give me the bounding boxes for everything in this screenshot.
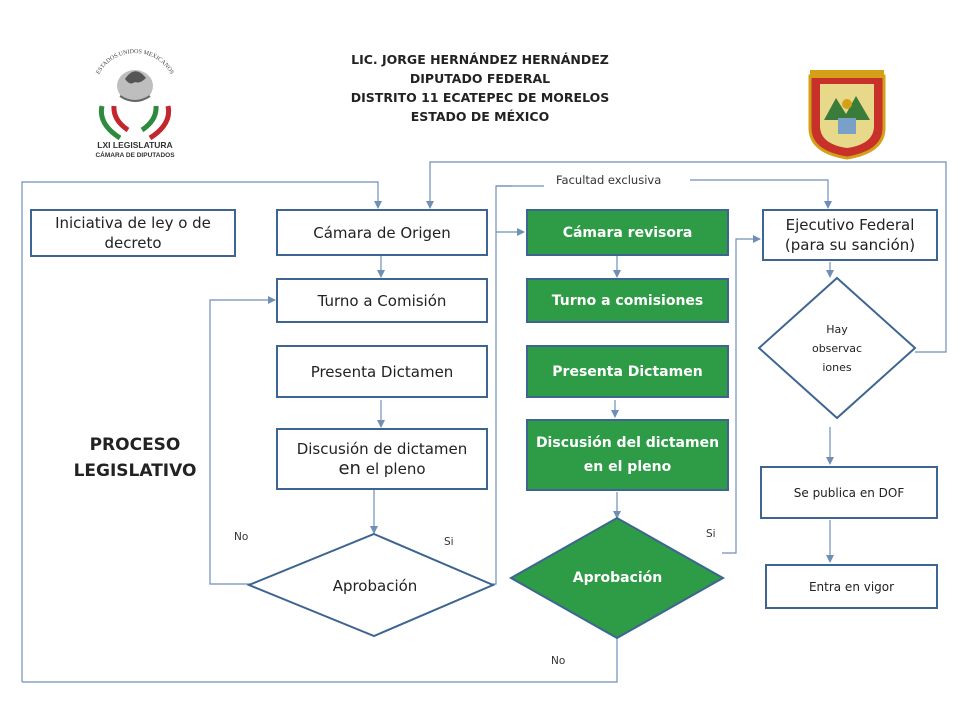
turno-comision-label: Turno a Comisión	[317, 291, 447, 310]
presenta-dictamen-box-2: Presenta Dictamen	[526, 345, 729, 398]
proceso-legislativo-title: PROCESO LEGISLATIVO	[60, 432, 210, 484]
escudo-estado-mexico-logo	[808, 70, 886, 160]
title-line-2: LEGISLATIVO	[73, 461, 197, 481]
header-line-district: DISTRITO 11 ECATEPEC DE MORELOS	[350, 90, 610, 105]
discusion-label-1b: en el pleno	[338, 459, 425, 479]
logo-chamber-text: CÁMARA DE DIPUTADOS	[95, 150, 175, 159]
turno-comisiones-box: Turno a comisiones	[526, 278, 729, 323]
logo-legislature-text: LXI LEGISLATURA	[97, 140, 172, 150]
presenta-dictamen-label-1: Presenta Dictamen	[310, 362, 454, 381]
presenta-dictamen-label-2: Presenta Dictamen	[552, 363, 703, 380]
aprobacion-diamond-1	[246, 532, 496, 638]
discusion-dictamen-box-1: Discusión de dictamen en el pleno	[276, 428, 488, 490]
discusion-dictamen-box-2: Discusión del dictamen en el pleno	[526, 419, 729, 491]
header-line-title: DIPUTADO FEDERAL	[409, 71, 551, 86]
publica-dof-label: Se publica en DOF	[793, 485, 905, 500]
presenta-dictamen-box-1: Presenta Dictamen	[276, 345, 488, 398]
header-line-name: LIC. JORGE HERNÁNDEZ HERNÁNDEZ	[351, 52, 609, 67]
header-line-state: ESTADO DE MÉXICO	[410, 109, 550, 124]
no-label-2: No	[551, 655, 566, 667]
camara-revisora-box: Cámara revisora	[526, 209, 729, 256]
aprobacion-label-1-wrap: Aprobación	[290, 574, 460, 598]
iniciativa-label: Iniciativa de ley o de decreto	[55, 214, 211, 252]
aprobacion-label-1: Aprobación	[332, 577, 418, 595]
si-label-1: Si	[444, 536, 454, 548]
camara-origen-box: Cámara de Origen	[276, 209, 488, 256]
observaciones-label-1: Hay	[826, 322, 848, 336]
observaciones-label-wrap: Hay observac iones	[797, 318, 877, 378]
observaciones-label-2: observac	[811, 341, 863, 355]
discusion-label-1a: Discusión de dictamen	[296, 440, 468, 458]
title-line-1: PROCESO	[89, 435, 181, 455]
facultad-exclusiva-label: Facultad exclusiva	[556, 173, 662, 187]
observaciones-label-3: iones	[822, 360, 852, 374]
camara-revisora-label: Cámara revisora	[562, 224, 693, 241]
publica-dof-box: Se publica en DOF	[760, 466, 938, 519]
camara-diputados-logo: ESTADOS UNIDOS MEXICANOS LXI LEGISLATURA…	[95, 49, 175, 159]
discusion-label-1b-rest: el pleno	[360, 460, 426, 478]
header: LIC. JORGE HERNÁNDEZ HERNÁNDEZ DIPUTADO …	[300, 50, 660, 126]
observaciones-diamond	[757, 276, 917, 420]
turno-comision-box: Turno a Comisión	[276, 278, 488, 323]
aprobacion-label-2: Aprobación	[572, 570, 663, 586]
ejecutivo-federal-label: Ejecutivo Federal (para su sanción)	[784, 216, 916, 254]
no-label-1: No	[234, 531, 249, 543]
si-label-2: Si	[706, 528, 716, 540]
turno-comisiones-label: Turno a comisiones	[551, 292, 704, 309]
ejecutivo-federal-box: Ejecutivo Federal (para su sanción)	[762, 209, 938, 261]
discusion-label-1b-en: en	[338, 458, 361, 479]
aprobacion-label-2-wrap: Aprobación	[540, 566, 695, 590]
discusion-label-2: Discusión del dictamen en el pleno	[535, 435, 720, 475]
camara-origen-label: Cámara de Origen	[313, 223, 451, 242]
entra-vigor-label: Entra en vigor	[808, 579, 895, 594]
entra-vigor-box: Entra en vigor	[765, 564, 938, 609]
aprobacion-diamond-2	[508, 516, 726, 640]
iniciativa-box: Iniciativa de ley o de decreto	[30, 209, 236, 257]
